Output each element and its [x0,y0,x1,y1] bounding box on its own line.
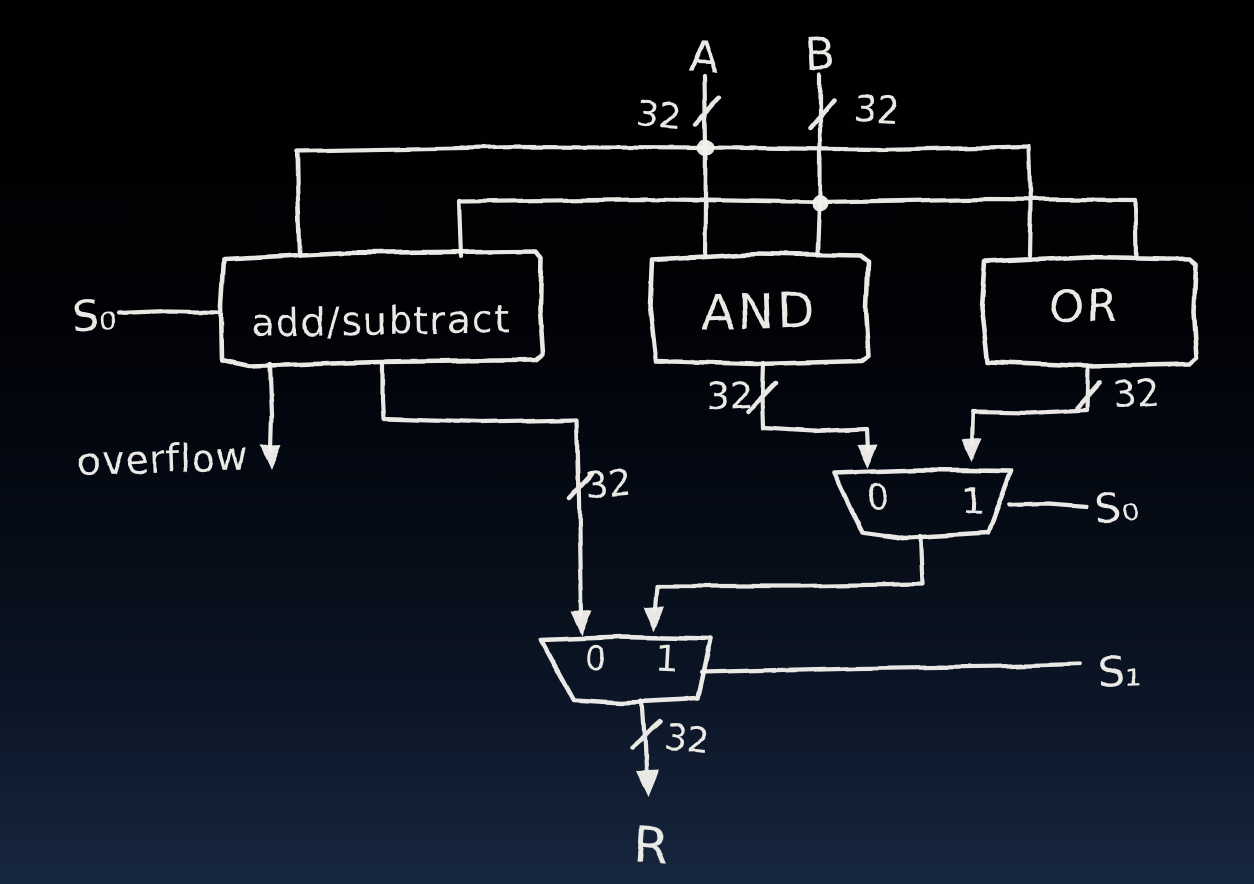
mux2-input0-label: 0 [584,638,608,679]
overflow-wire [267,361,275,453]
junction-dot-b [811,194,829,212]
mux1-output-wire [652,533,926,611]
or-block-label: OR [1049,280,1119,332]
and-block-label: AND [701,282,818,342]
addsub-block-label: add/subtract [250,297,511,346]
select0-left-label: S₀ [70,289,118,342]
bus-width-label-a: 32 [635,93,684,137]
or-output-width-label: 32 [1112,372,1161,416]
and-output-wire [759,360,871,453]
or-to-mux1-arrowhead [961,438,982,462]
result-label: R [632,816,671,876]
bus-slash-a [693,95,722,127]
and-output-width-label: 32 [705,375,753,418]
mux1-input1-label: 1 [961,481,985,523]
and-output-slash [745,380,778,414]
mux2-select1-wire [698,661,1082,675]
or-block [979,254,1200,369]
input-a-wire [702,73,709,259]
result-wire [639,698,649,773]
input-b-wire [815,71,823,259]
mux1-input0-label: 0 [866,476,890,517]
and-to-mux1-arrowhead [857,444,878,469]
result-width-label: 32 [662,717,712,763]
or-output-slash [1074,379,1103,411]
bus-slash-b [807,97,837,131]
select1-label: S₁ [1097,646,1142,696]
addsub-result-wire [379,360,584,619]
junction-dot-a [697,139,715,157]
and-block [647,251,872,367]
addsub-block [218,248,546,369]
bus-width-label-b: 32 [854,89,902,132]
select0-right-label: S₀ [1092,481,1140,534]
mux2-shape [537,634,713,706]
mux1-select0-wire [1006,501,1090,510]
mux2-input1-label: 1 [655,638,680,680]
mux1-to-mux2-arrowhead [643,606,664,631]
addsub-result-slash [566,471,595,502]
input-a-label: A [688,31,720,83]
overflow-arrowhead [260,445,281,470]
mux1-shape [831,467,1014,541]
input-b-label: B [804,28,837,81]
result-slash [629,719,663,750]
select0-left-wire [115,308,221,316]
addsub-output-width-label: 32 [583,462,632,507]
overflow-label: overflow [76,434,248,484]
addsub-to-mux2-arrowhead [571,611,592,636]
result-arrowhead [636,770,659,797]
